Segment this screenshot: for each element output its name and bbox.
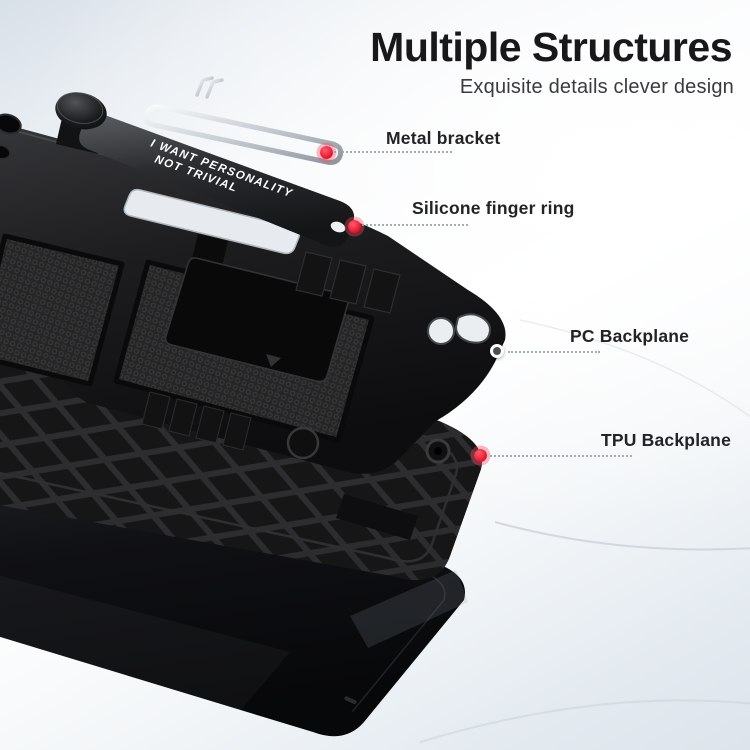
mesh-panel-left <box>0 233 125 387</box>
left-camera-hole <box>0 113 22 135</box>
metal-bracket-callout-dot <box>320 146 333 159</box>
pc-backplane-callout-ring <box>490 344 504 358</box>
screen-reflection <box>350 570 468 648</box>
pc-backplane-callout-line <box>508 351 600 353</box>
bottom-grooves <box>141 391 252 451</box>
bracket-hook-1 <box>195 76 214 97</box>
pc-backplane <box>0 113 506 474</box>
page-subtitle: Exquisite details clever design <box>459 76 734 98</box>
page-title: Multiple Structures <box>370 24 732 70</box>
finger-ring-callout-dot <box>348 220 361 233</box>
speaker-hole <box>286 426 320 460</box>
strap-button-disc <box>55 92 107 130</box>
triangle-mark <box>266 354 281 367</box>
strap-band <box>79 112 355 247</box>
tpu-backplane-callout-dot <box>474 449 487 462</box>
pc-backplane-label: PC Backplane <box>570 326 690 346</box>
metal-bracket-label: Metal bracket <box>386 128 501 148</box>
camera-hole <box>427 317 455 345</box>
finger-ring-callout-line <box>362 224 468 226</box>
tpu-backplane-callout-line <box>490 455 632 457</box>
side-grooves <box>295 251 401 314</box>
strap-hole <box>330 221 346 233</box>
bracket-hook-2 <box>205 78 224 99</box>
bracket-loop <box>143 104 344 165</box>
phone-port <box>344 696 357 705</box>
finger-ring-label: Silicone finger ring <box>412 198 575 218</box>
left-camera-hole-2 <box>0 144 11 160</box>
tpu-side-button-cover <box>336 494 418 540</box>
background-waves <box>419 319 750 743</box>
camera-pill-hole <box>454 313 491 344</box>
metal-bracket-callout-line <box>334 151 452 153</box>
kickstand-foot <box>192 234 228 266</box>
metal-bracket <box>143 76 344 165</box>
tpu-backplane-label: TPU Backplane <box>601 430 732 450</box>
tpu-inner-frame <box>0 291 459 563</box>
